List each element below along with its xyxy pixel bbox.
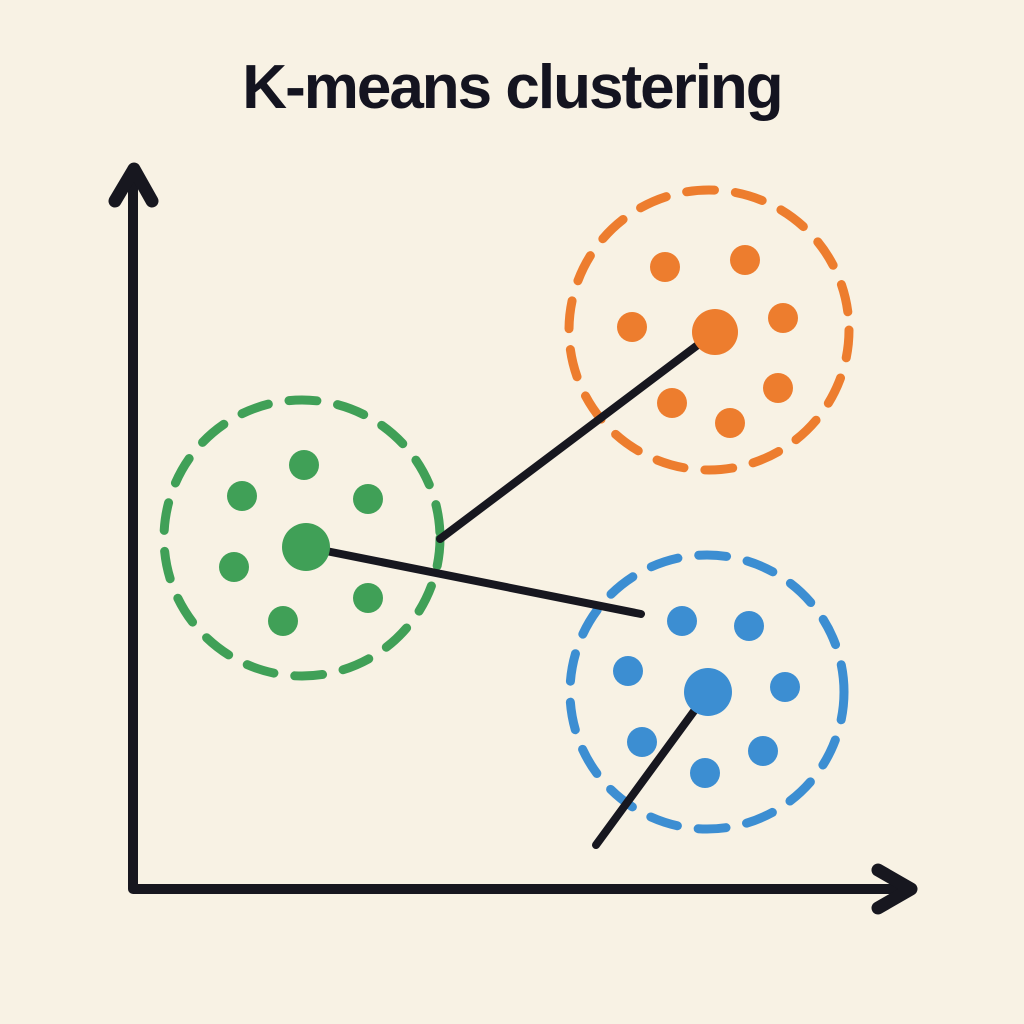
data-point-orange [715,408,745,438]
centroid-green [282,523,330,571]
data-point-green [289,450,319,480]
data-point-orange [730,245,760,275]
data-point-blue [734,611,764,641]
data-point-green [353,583,383,613]
axes-lines [128,165,902,894]
data-point-green [227,481,257,511]
data-point-green [268,606,298,636]
data-point-orange [650,252,680,282]
centroid-blue [684,668,732,716]
connector-blue-centroid-to-lower-left [592,688,712,849]
data-point-blue [627,727,657,757]
data-point-green [353,484,383,514]
connector-green-centroid-to-blue-cluster [302,543,645,618]
cluster-boundary-orange [564,185,854,475]
diagram-title: K-means clustering [242,53,783,122]
centroid-orange [692,309,738,355]
data-point-orange [763,373,793,403]
data-point-orange [768,303,798,333]
x-axis-arrowhead [871,863,918,915]
data-point-blue [667,606,697,636]
cluster-boundary-blue [565,550,849,834]
data-point-blue [770,672,800,702]
data-point-blue [748,736,778,766]
data-point-orange [617,312,647,342]
data-point-green [219,552,249,582]
y-axis-arrowhead [108,162,159,208]
data-point-blue [613,656,643,686]
data-point-blue [690,758,720,788]
data-point-orange [657,388,687,418]
connector-green-edge-to-orange-centroid [436,328,719,543]
